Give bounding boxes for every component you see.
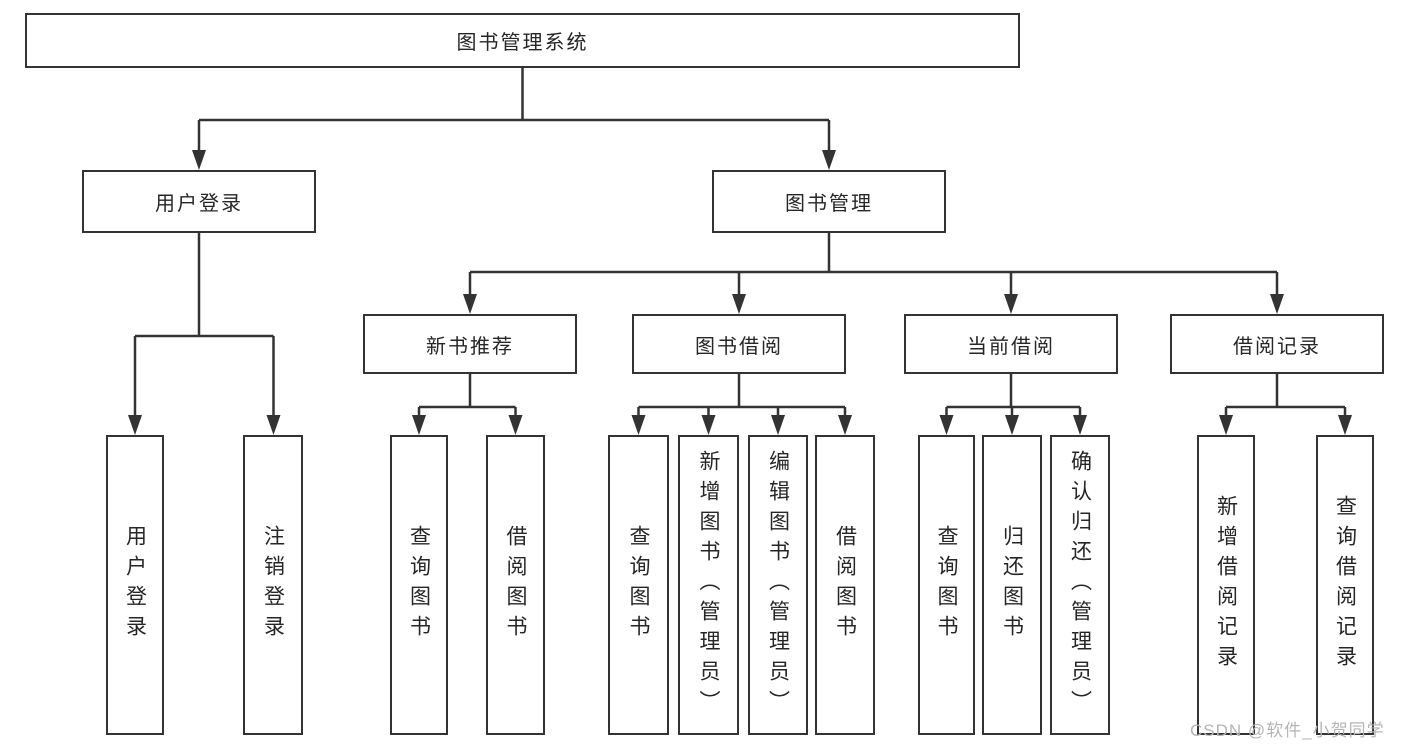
node-root-label: 图书管理系统 [456, 32, 589, 54]
leaf-record-query: 查询借阅记录 [1316, 435, 1374, 735]
leaf-newbook-borrow: 借阅图书 [486, 435, 545, 735]
leaf-borrow-query-label: 查询图书 [627, 525, 650, 645]
node-book-borrowing-label: 图书借阅 [695, 335, 783, 358]
leaf-user-login-label: 用户登录 [123, 525, 147, 645]
leaf-current-confirm-admin: 确认归还（管理员） [1050, 435, 1110, 735]
node-current-borrowing: 当前借阅 [904, 314, 1118, 374]
leaf-borrow-query: 查询图书 [608, 435, 669, 735]
node-new-book-recommend: 新书推荐 [363, 314, 577, 374]
leaf-current-query-label: 查询图书 [935, 525, 958, 645]
connector-user-login-to-leaves [128, 233, 281, 435]
leaf-record-add: 新增借阅记录 [1197, 435, 1255, 735]
leaf-borrow-book-label: 借阅图书 [833, 525, 857, 645]
leaf-newbook-borrow-label: 借阅图书 [504, 525, 527, 645]
node-user-login-label: 用户登录 [155, 193, 243, 215]
node-current-borrowing-label: 当前借阅 [967, 335, 1055, 358]
connector-book-borrow-to-leaves [631, 374, 852, 435]
leaf-current-confirm-admin-label: 确认归还（管理员） [1068, 450, 1092, 720]
leaf-current-query: 查询图书 [918, 435, 975, 735]
node-borrowing-records-label: 借阅记录 [1233, 335, 1321, 358]
leaf-newbook-query-label: 查询图书 [407, 525, 431, 645]
leaf-user-login: 用户登录 [106, 435, 164, 735]
leaf-record-query-label: 查询借阅记录 [1333, 495, 1357, 675]
leaf-borrow-edit-admin: 编辑图书（管理员） [748, 435, 808, 735]
node-borrowing-records: 借阅记录 [1170, 314, 1384, 374]
node-new-book-recommend-label: 新书推荐 [426, 335, 514, 358]
connector-root-to-level2 [192, 68, 836, 170]
leaf-current-return: 归还图书 [982, 435, 1042, 735]
node-root-system: 图书管理系统 [25, 13, 1020, 68]
node-book-management: 图书管理 [712, 170, 946, 233]
leaf-borrow-edit-admin-label: 编辑图书（管理员） [766, 450, 790, 720]
leaf-logout: 注销登录 [243, 435, 303, 735]
leaf-borrow-add-admin-label: 新增图书（管理员） [697, 450, 720, 720]
leaf-current-return-label: 归还图书 [1000, 525, 1024, 645]
leaf-record-add-label: 新增借阅记录 [1214, 495, 1238, 675]
connector-book-mgmt-to-level3 [463, 233, 1284, 314]
leaf-newbook-query: 查询图书 [390, 435, 448, 735]
connector-borrow-record-to-leaves [1219, 374, 1352, 435]
connector-new-book-to-leaves [412, 374, 523, 435]
leaf-borrow-add-admin: 新增图书（管理员） [678, 435, 739, 735]
connector-current-borrow-to-leaves [939, 374, 1087, 435]
node-user-login: 用户登录 [82, 170, 316, 233]
csdn-watermark: CSDN @软件_小贺同学 [1190, 721, 1385, 740]
leaf-logout-label: 注销登录 [261, 525, 285, 645]
node-book-management-label: 图书管理 [785, 193, 873, 215]
node-book-borrowing: 图书借阅 [632, 314, 846, 374]
leaf-borrow-book: 借阅图书 [815, 435, 875, 735]
